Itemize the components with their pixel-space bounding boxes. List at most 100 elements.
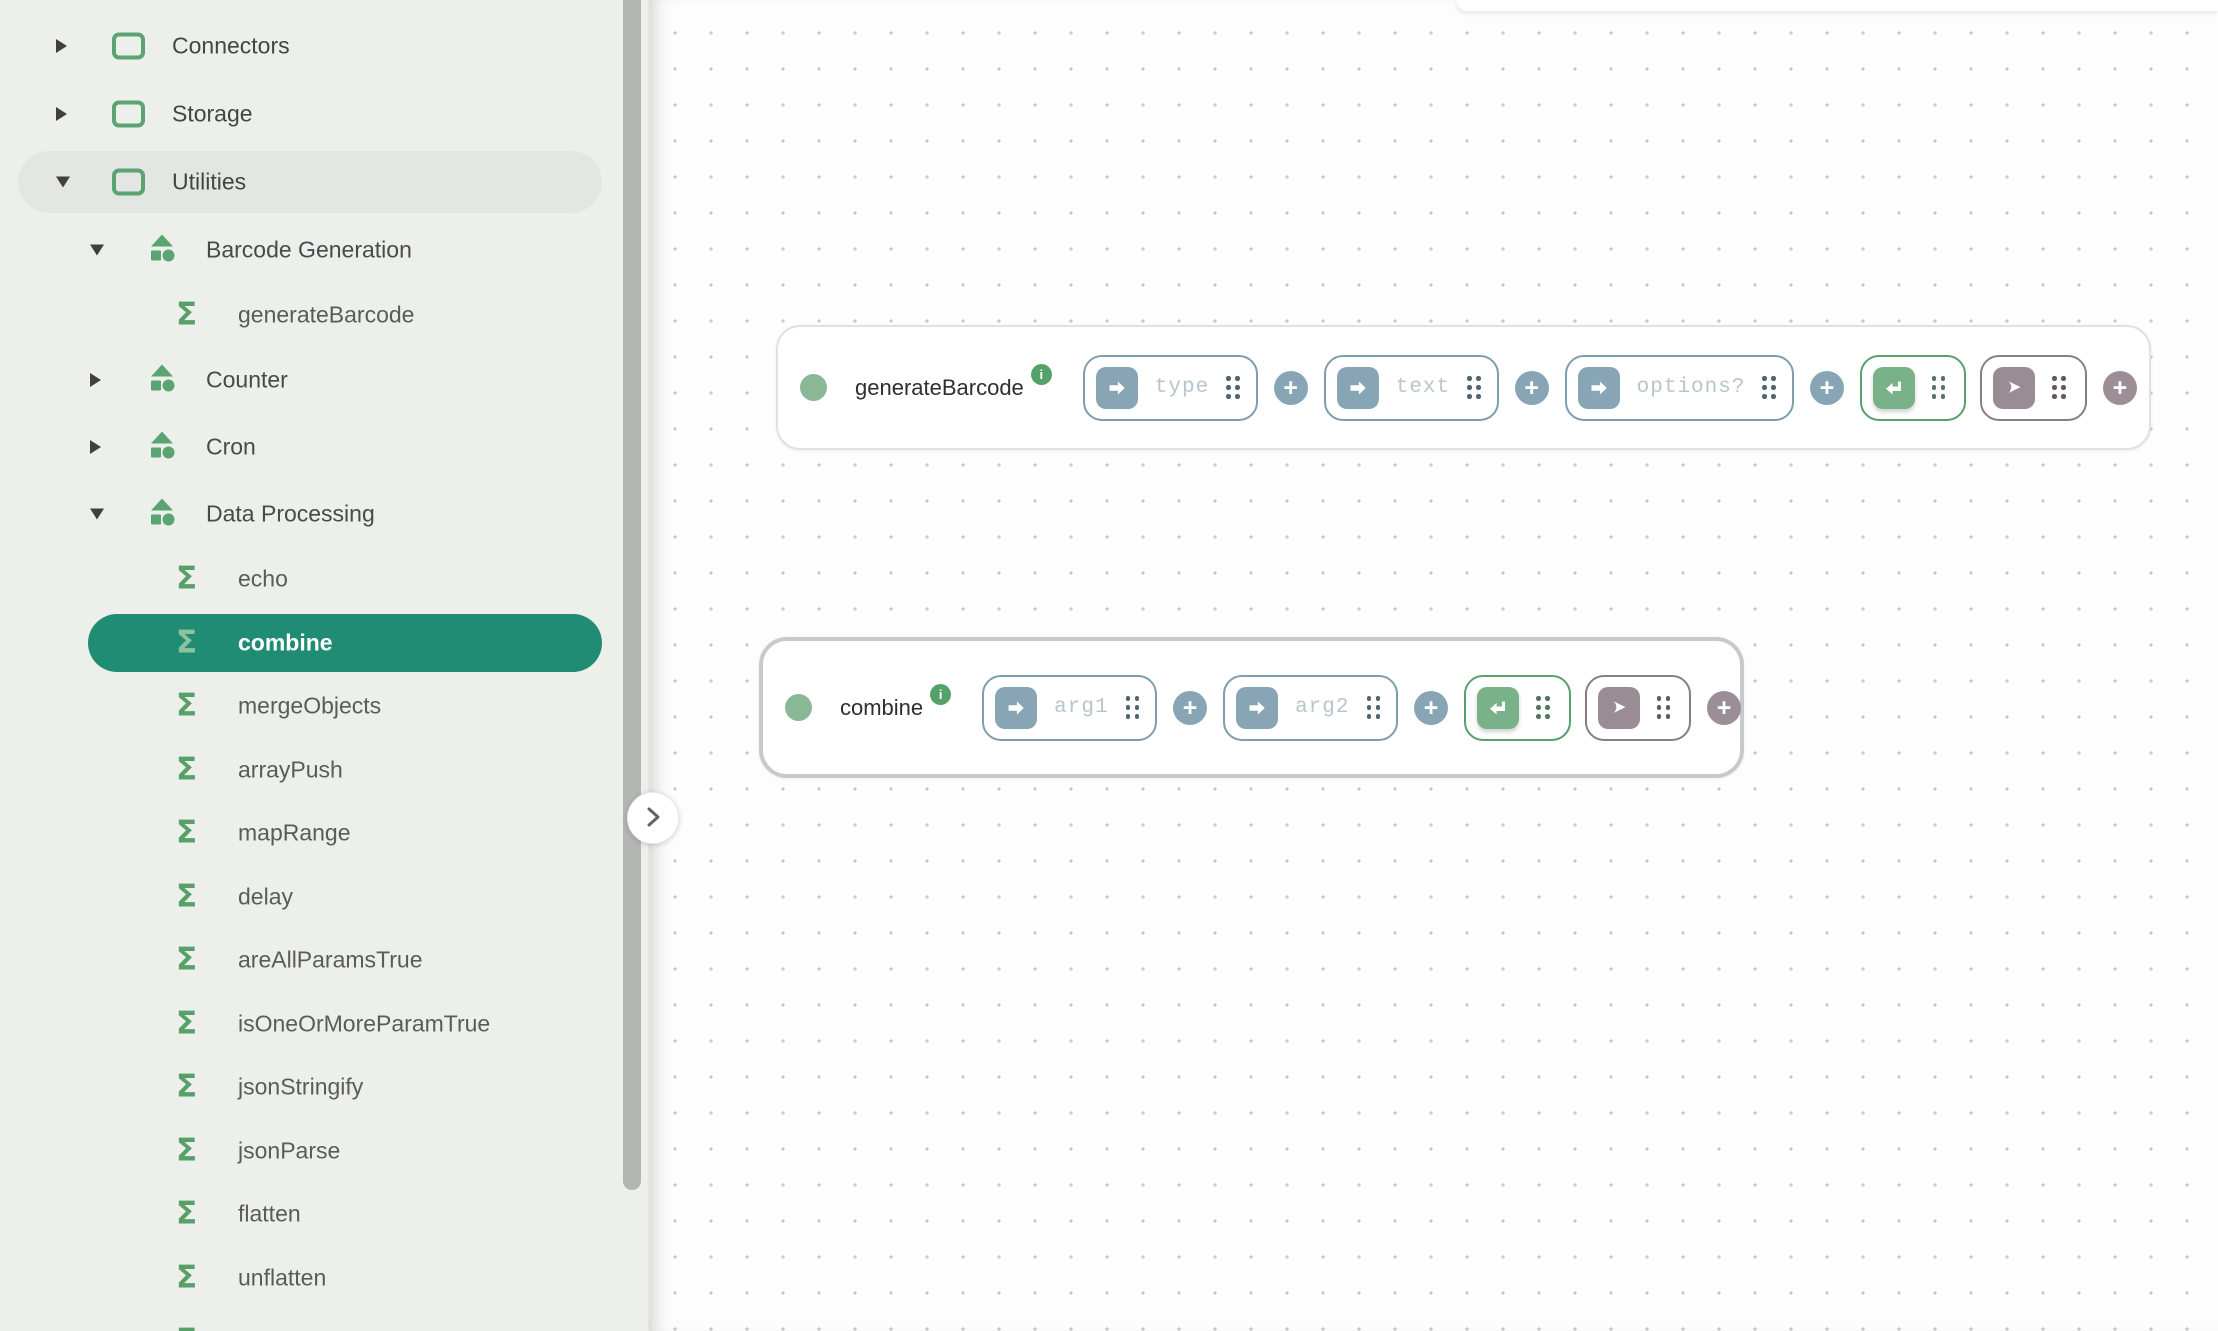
sidebar-item-partial[interactable]: Σ	[0, 1310, 648, 1331]
function-sigma-icon: Σ	[176, 687, 198, 724]
sidebar-item-delay[interactable]: Σ delay	[0, 865, 648, 929]
node-title: generateBarcode	[855, 374, 1024, 400]
node-combine[interactable]: combine i arg1 + arg2 +	[759, 637, 1744, 778]
add-output-button[interactable]: +	[1707, 690, 1741, 725]
sidebar-item-isoneormoreparamtrue[interactable]: Σ isOneOrMoreParamTrue	[0, 992, 648, 1056]
param-pill-type[interactable]: type	[1082, 354, 1258, 421]
category-icon	[112, 100, 145, 128]
param-pill-options[interactable]: options?	[1564, 354, 1794, 421]
caret-collapsed-icon[interactable]	[90, 440, 101, 454]
node-status-dot-icon	[785, 694, 812, 721]
info-icon[interactable]: i	[930, 684, 952, 705]
function-sigma-icon: Σ	[176, 814, 198, 851]
drag-handle-icon[interactable]	[1366, 696, 1380, 719]
sidebar-item-label: echo	[238, 565, 288, 592]
function-sigma-icon: Σ	[176, 624, 198, 661]
function-sigma-icon: Σ	[176, 296, 198, 333]
param-arrow-icon	[1236, 686, 1279, 729]
sidebar-item-cron[interactable]: Cron	[0, 414, 648, 481]
caret-collapsed-icon[interactable]	[56, 107, 67, 121]
node-generatebarcode[interactable]: generateBarcode i type + text +	[776, 325, 2151, 450]
sidebar-item-connectors[interactable]: Connectors	[0, 12, 648, 80]
param-pill-text[interactable]: text	[1323, 354, 1499, 421]
sidebar-item-label: jsonStringify	[238, 1073, 364, 1100]
sidebar-item-storage[interactable]: Storage	[0, 80, 648, 148]
param-pill-arg2[interactable]: arg2	[1223, 674, 1398, 741]
sidebar-item-label: jsonParse	[238, 1137, 341, 1164]
category-icon	[112, 168, 145, 196]
sidebar-item-maprange[interactable]: Σ mapRange	[0, 802, 648, 866]
sidebar-item-echo[interactable]: Σ echo	[0, 548, 648, 612]
drag-handle-icon[interactable]	[1226, 376, 1240, 399]
function-sigma-icon: Σ	[176, 1005, 198, 1042]
sidebar-item-generatebarcode[interactable]: Σ generateBarcode	[0, 283, 648, 347]
drag-handle-icon[interactable]	[1931, 376, 1946, 399]
node-status-dot-icon	[800, 374, 827, 401]
sidebar-item-label: Utilities	[172, 168, 247, 195]
flow-canvas[interactable]: generateBarcode i type + text +	[648, 0, 2218, 1331]
function-sigma-icon: Σ	[176, 1068, 198, 1105]
shapes-icon	[146, 496, 178, 533]
hover-highlight	[18, 151, 602, 213]
sidebar-scrollbar-track	[620, 0, 644, 1331]
param-label: arg1	[1054, 696, 1109, 719]
return-pill[interactable]	[1464, 674, 1571, 741]
sidebar-item-label: unflatten	[238, 1264, 327, 1291]
caret-expanded-icon[interactable]	[90, 508, 104, 520]
add-output-button[interactable]: +	[2102, 370, 2137, 405]
toolbar-edge	[1456, 0, 2218, 11]
sidebar-collapse-button[interactable]	[627, 792, 679, 844]
caret-expanded-icon[interactable]	[56, 176, 70, 188]
sidebar-item-areallparamstrue[interactable]: Σ areAllParamsTrue	[0, 929, 648, 993]
add-param-button[interactable]: +	[1273, 370, 1308, 405]
caret-collapsed-icon[interactable]	[56, 39, 67, 53]
sidebar-item-label: generateBarcode	[238, 301, 415, 328]
add-param-button[interactable]: +	[1173, 690, 1208, 725]
sidebar-item-mergeobjects[interactable]: Σ mergeObjects	[0, 675, 648, 739]
param-arrow-icon	[1095, 366, 1138, 409]
sidebar-item-barcode-generation[interactable]: Barcode Generation	[0, 216, 648, 283]
sidebar-item-arraypush[interactable]: Σ arrayPush	[0, 738, 648, 802]
drag-handle-icon[interactable]	[2052, 376, 2066, 399]
sidebar-item-label: delay	[238, 883, 293, 910]
sidebar-item-jsonparse[interactable]: Σ jsonParse	[0, 1119, 648, 1183]
param-arrow-icon	[1336, 366, 1379, 409]
sidebar-tree: Connectors Storage Utilities Barcode Gen…	[0, 0, 648, 1331]
sidebar-item-utilities[interactable]: Utilities	[0, 148, 648, 216]
drag-handle-icon[interactable]	[1125, 696, 1140, 719]
param-arrow-icon	[995, 686, 1038, 729]
param-pill-arg1[interactable]: arg1	[982, 674, 1158, 741]
return-pill[interactable]	[1859, 354, 1967, 421]
add-param-button[interactable]: +	[1809, 370, 1844, 405]
sidebar-item-jsonstringify[interactable]: Σ jsonStringify	[0, 1056, 648, 1120]
node-title: combine	[840, 694, 924, 720]
output-pill[interactable]	[1980, 354, 2087, 421]
output-arrow-icon	[1597, 686, 1640, 729]
caret-collapsed-icon[interactable]	[90, 373, 101, 387]
add-param-button[interactable]: +	[1414, 690, 1448, 725]
category-icon	[112, 32, 145, 60]
shapes-icon	[146, 362, 178, 399]
output-pill[interactable]	[1584, 674, 1691, 741]
drag-handle-icon[interactable]	[1762, 376, 1776, 399]
drag-handle-icon[interactable]	[1656, 696, 1670, 719]
sidebar-item-unflatten[interactable]: Σ unflatten	[0, 1246, 648, 1310]
sidebar-item-label: mapRange	[238, 819, 351, 846]
sidebar-item-label: Storage	[172, 100, 253, 127]
add-param-button[interactable]: +	[1514, 370, 1549, 405]
caret-expanded-icon[interactable]	[90, 244, 104, 255]
sidebar-item-data-processing[interactable]: Data Processing	[0, 481, 648, 548]
function-sigma-icon: Σ	[176, 941, 198, 978]
sidebar-item-label: isOneOrMoreParamTrue	[238, 1010, 491, 1037]
sidebar-scrollbar-thumb[interactable]	[623, 0, 641, 1190]
sidebar-item-counter[interactable]: Counter	[0, 347, 648, 414]
function-sigma-icon: Σ	[176, 751, 198, 788]
drag-handle-icon[interactable]	[1536, 696, 1550, 719]
drag-handle-icon[interactable]	[1467, 376, 1481, 399]
sidebar-item-label: Connectors	[172, 32, 290, 59]
sidebar-item-combine[interactable]: Σ combine	[0, 611, 648, 675]
sidebar-item-flatten[interactable]: Σ flatten	[0, 1183, 648, 1247]
chevron-right-icon	[642, 806, 664, 831]
sidebar-item-label: combine	[238, 629, 333, 656]
info-icon[interactable]: i	[1030, 364, 1052, 385]
